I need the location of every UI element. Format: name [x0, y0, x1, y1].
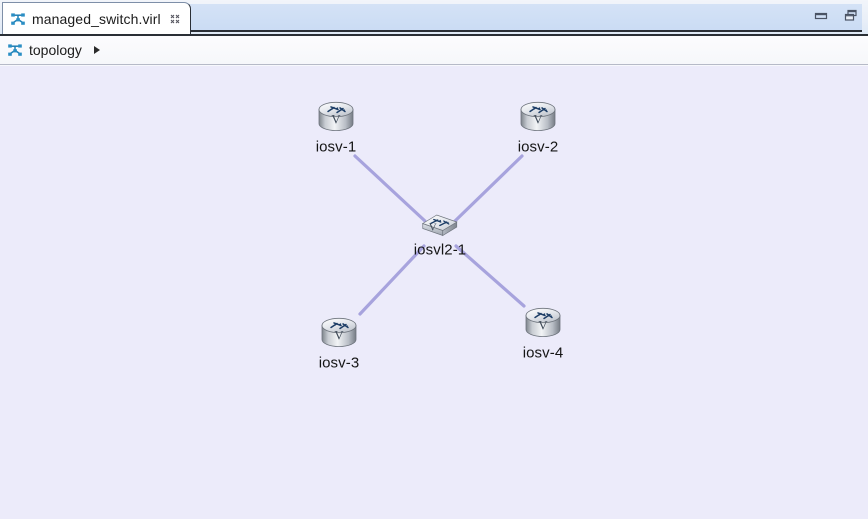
- svg-text:V: V: [334, 328, 344, 343]
- minimize-icon[interactable]: [814, 9, 828, 22]
- editor-tab-bar: managed_switch.virl: [0, 0, 868, 36]
- window-controls: [814, 9, 858, 22]
- node-label: iosv-4: [522, 344, 564, 362]
- link-iosv1-iosvl2: [353, 154, 427, 223]
- node-label: iosvl2-1: [413, 241, 467, 259]
- tab-managed-switch-virl[interactable]: managed_switch.virl: [2, 2, 191, 34]
- topology-icon: [7, 42, 23, 58]
- tab-bar-empty-area: [188, 4, 862, 32]
- svg-text:V: V: [331, 112, 341, 127]
- topology-icon: [10, 11, 26, 27]
- router-icon: V: [516, 97, 560, 137]
- node-iosvl2-1[interactable]: V iosvl2-1: [414, 208, 467, 259]
- node-iosv-3[interactable]: V iosv-3: [317, 313, 361, 372]
- link-iosvl2-iosv4: [454, 244, 526, 308]
- breadcrumb: topology: [0, 36, 868, 65]
- restore-icon[interactable]: [844, 9, 858, 22]
- close-icon[interactable]: [169, 12, 182, 25]
- router-icon: V: [314, 97, 358, 137]
- switch-icon: V: [419, 208, 461, 240]
- link-iosvl2-iosv3: [358, 244, 426, 316]
- node-iosv-4[interactable]: V iosv-4: [521, 303, 565, 362]
- node-iosv-1[interactable]: V iosv-1: [314, 97, 358, 156]
- router-icon: V: [521, 303, 565, 343]
- chevron-right-icon[interactable]: [92, 44, 102, 56]
- breadcrumb-item-topology[interactable]: topology: [29, 42, 82, 58]
- node-label: iosv-2: [517, 138, 559, 156]
- link-iosv2-iosvl2: [453, 154, 524, 223]
- node-iosv-2[interactable]: V iosv-2: [516, 97, 560, 156]
- svg-text:V: V: [533, 112, 543, 127]
- router-icon: V: [317, 313, 361, 353]
- tab-bar-underline: [0, 34, 868, 36]
- svg-text:V: V: [429, 222, 437, 234]
- node-label: iosv-3: [318, 354, 360, 372]
- topology-links: [353, 154, 526, 316]
- topology-canvas[interactable]: V iosv-1: [0, 66, 868, 519]
- node-label: iosv-1: [315, 138, 357, 156]
- tab-title: managed_switch.virl: [32, 10, 161, 27]
- svg-text:V: V: [538, 318, 548, 333]
